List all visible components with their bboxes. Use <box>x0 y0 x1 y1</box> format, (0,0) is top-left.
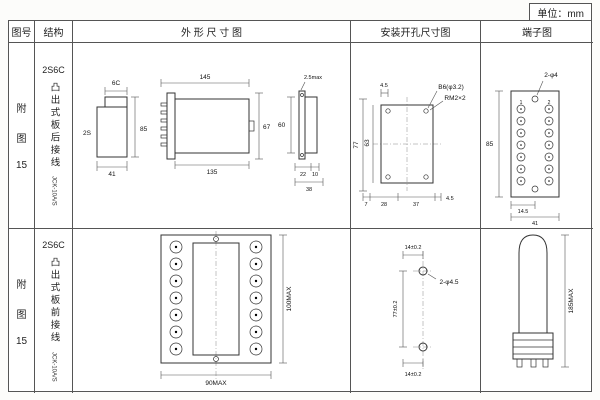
dim-67: 67 <box>263 124 271 131</box>
row2-outline-svg: 100MAX 90MAX <box>160 231 293 387</box>
dim-77: 77 <box>353 141 360 149</box>
dim-100max: 100MAX <box>286 286 293 312</box>
dim-185max: 185MAX <box>568 288 575 314</box>
dim-37: 37 <box>413 202 419 208</box>
header-fig-no: 图号 <box>9 21 35 43</box>
dim-90max: 90MAX <box>205 380 227 387</box>
fig-number: 15 <box>15 160 28 171</box>
fig-char: 图 <box>16 134 27 145</box>
dim-77-02: 77±0.2 <box>393 301 399 318</box>
terminal-grid <box>516 104 554 186</box>
row1-fig-no: 附 图 15 <box>9 43 35 229</box>
fig-char: 图 <box>16 309 27 321</box>
dim-60: 60 <box>278 122 286 129</box>
header-outline: 外 形 尺 寸 图 <box>73 21 351 43</box>
dim-6c: 6C <box>112 80 121 87</box>
front-view: 6C 2S 85 41 <box>83 80 148 178</box>
dim-22: 22 <box>300 172 306 178</box>
header-structure: 结构 <box>35 21 73 43</box>
dim-25max: 2.5max <box>304 75 322 81</box>
dimension-table: 图号 结构 外 形 尺 寸 图 安装开孔尺寸图 端子图 附 图 15 2S6C … <box>8 20 593 393</box>
header-mounting: 安装开孔尺寸图 <box>351 21 481 43</box>
structure-desc: 凸出式板后接线 <box>48 81 60 170</box>
dim-41-terminal: 41 <box>532 221 538 227</box>
dim-135: 135 <box>207 169 218 176</box>
relay-code: JCK-10A/S <box>50 176 57 207</box>
row2-terminal-drawing: 185MAX <box>481 229 593 393</box>
dim-10: 10 <box>312 172 318 178</box>
dim-14-5: 14.5 <box>518 209 529 215</box>
dim-85: 85 <box>140 126 148 133</box>
dim-2-phi45: 2-φ4.5 <box>439 279 458 286</box>
dim-145: 145 <box>200 74 211 81</box>
row2-mounting-svg: 14±0.2 2-φ4.5 77±0.2 14±0.2 <box>393 245 459 378</box>
terminal-num-1: 1 <box>520 100 523 106</box>
row1-mounting-drawing: 4.5 B6(φ3.2) RM2×2 77 63 7 28 37 <box>351 43 481 229</box>
dim-85-terminal: 85 <box>486 141 494 148</box>
header-terminal: 端子图 <box>481 21 593 43</box>
dim-28: 28 <box>381 202 387 208</box>
screw-spec-label: RM2×2 <box>444 95 466 102</box>
model-label: 2S6C <box>42 64 65 75</box>
row1-outline-drawing: 6C 2S 85 41 <box>73 43 351 229</box>
dim-4-5-right: 4.5 <box>446 196 454 202</box>
terminal-num-2: 2 <box>548 100 551 106</box>
hole-spec-label: B6(φ3.2) <box>438 84 464 91</box>
dim-38: 38 <box>306 187 312 193</box>
fig-number: 15 <box>15 335 28 347</box>
fig-char: 附 <box>16 279 27 291</box>
row2-structure: 2S6C 凸出式板前接线 JCK-10A/S <box>35 229 73 393</box>
side-view: 145 135 67 <box>160 74 271 176</box>
dim-63: 63 <box>364 139 371 147</box>
dim-4-5-top: 4.5 <box>380 83 388 89</box>
row2-terminal-svg: 185MAX <box>512 234 575 368</box>
row2-outline-drawing: 100MAX 90MAX <box>73 229 351 393</box>
dim-14-top: 14±0.2 <box>405 245 422 251</box>
dim-2s: 2S <box>83 130 92 137</box>
row1-mounting-svg: 4.5 B6(φ3.2) RM2×2 77 63 7 28 37 <box>353 83 466 208</box>
dim-14-bottom: 14±0.2 <box>405 372 422 378</box>
model-label: 2S6C <box>42 240 65 251</box>
row1-terminal-drawing: 2-φ4 1 2 <box>481 43 593 229</box>
fig-char: 附 <box>16 104 27 115</box>
structure-desc: 凸出式板前接线 <box>48 257 60 345</box>
row1-outline-svg: 6C 2S 85 41 <box>83 74 324 193</box>
dim-7: 7 <box>364 202 367 208</box>
row1-structure: 2S6C 凸出式板后接线 JCK-10A/S <box>35 43 73 229</box>
row2-fig-no: 附 图 15 <box>9 229 35 393</box>
dim-2-phi4: 2-φ4 <box>544 72 558 79</box>
socket-terminals <box>169 240 263 356</box>
dim-41: 41 <box>108 171 116 178</box>
row2-mounting-drawing: 14±0.2 2-φ4.5 77±0.2 14±0.2 <box>351 229 481 393</box>
rear-view: 2.5max 60 22 10 38 <box>278 75 324 193</box>
relay-code: JCK-10A/S <box>50 351 57 382</box>
row1-terminal-svg: 2-φ4 1 2 <box>486 72 560 227</box>
